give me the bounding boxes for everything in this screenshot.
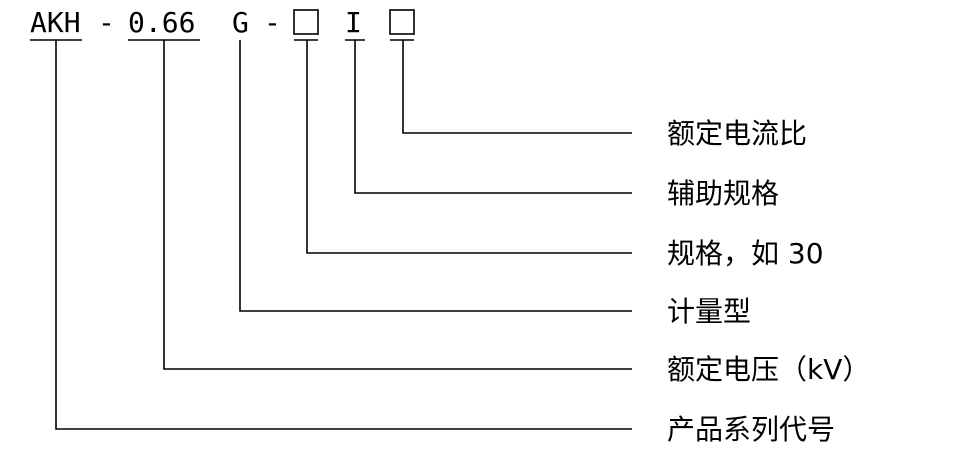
label-rated-voltage: 额定电压（kV） [667, 353, 870, 386]
placeholder-box-spec [293, 9, 319, 35]
code-dash-2: - [264, 6, 281, 39]
leader-line-spec [306, 40, 632, 254]
leader-line-voltage [163, 40, 632, 370]
label-series-code: 产品系列代号 [667, 413, 835, 446]
code-series: AKH [30, 6, 81, 39]
code-dash-1: - [98, 6, 115, 39]
code-aux: I [345, 6, 362, 39]
leader-line-series [55, 40, 632, 430]
label-auxiliary-spec: 辅助规格 [667, 177, 779, 210]
code-type: G [232, 6, 249, 39]
label-rated-current-ratio: 额定电流比 [667, 117, 807, 150]
label-metering-type: 计量型 [667, 295, 751, 328]
leader-line-ratio [402, 40, 632, 134]
code-voltage: 0.66 [128, 6, 195, 39]
label-spec: 规格，如 30 [667, 237, 824, 270]
leader-line-aux-spec [354, 40, 632, 194]
placeholder-box-ratio [389, 9, 415, 35]
leader-line-metering [239, 40, 632, 312]
